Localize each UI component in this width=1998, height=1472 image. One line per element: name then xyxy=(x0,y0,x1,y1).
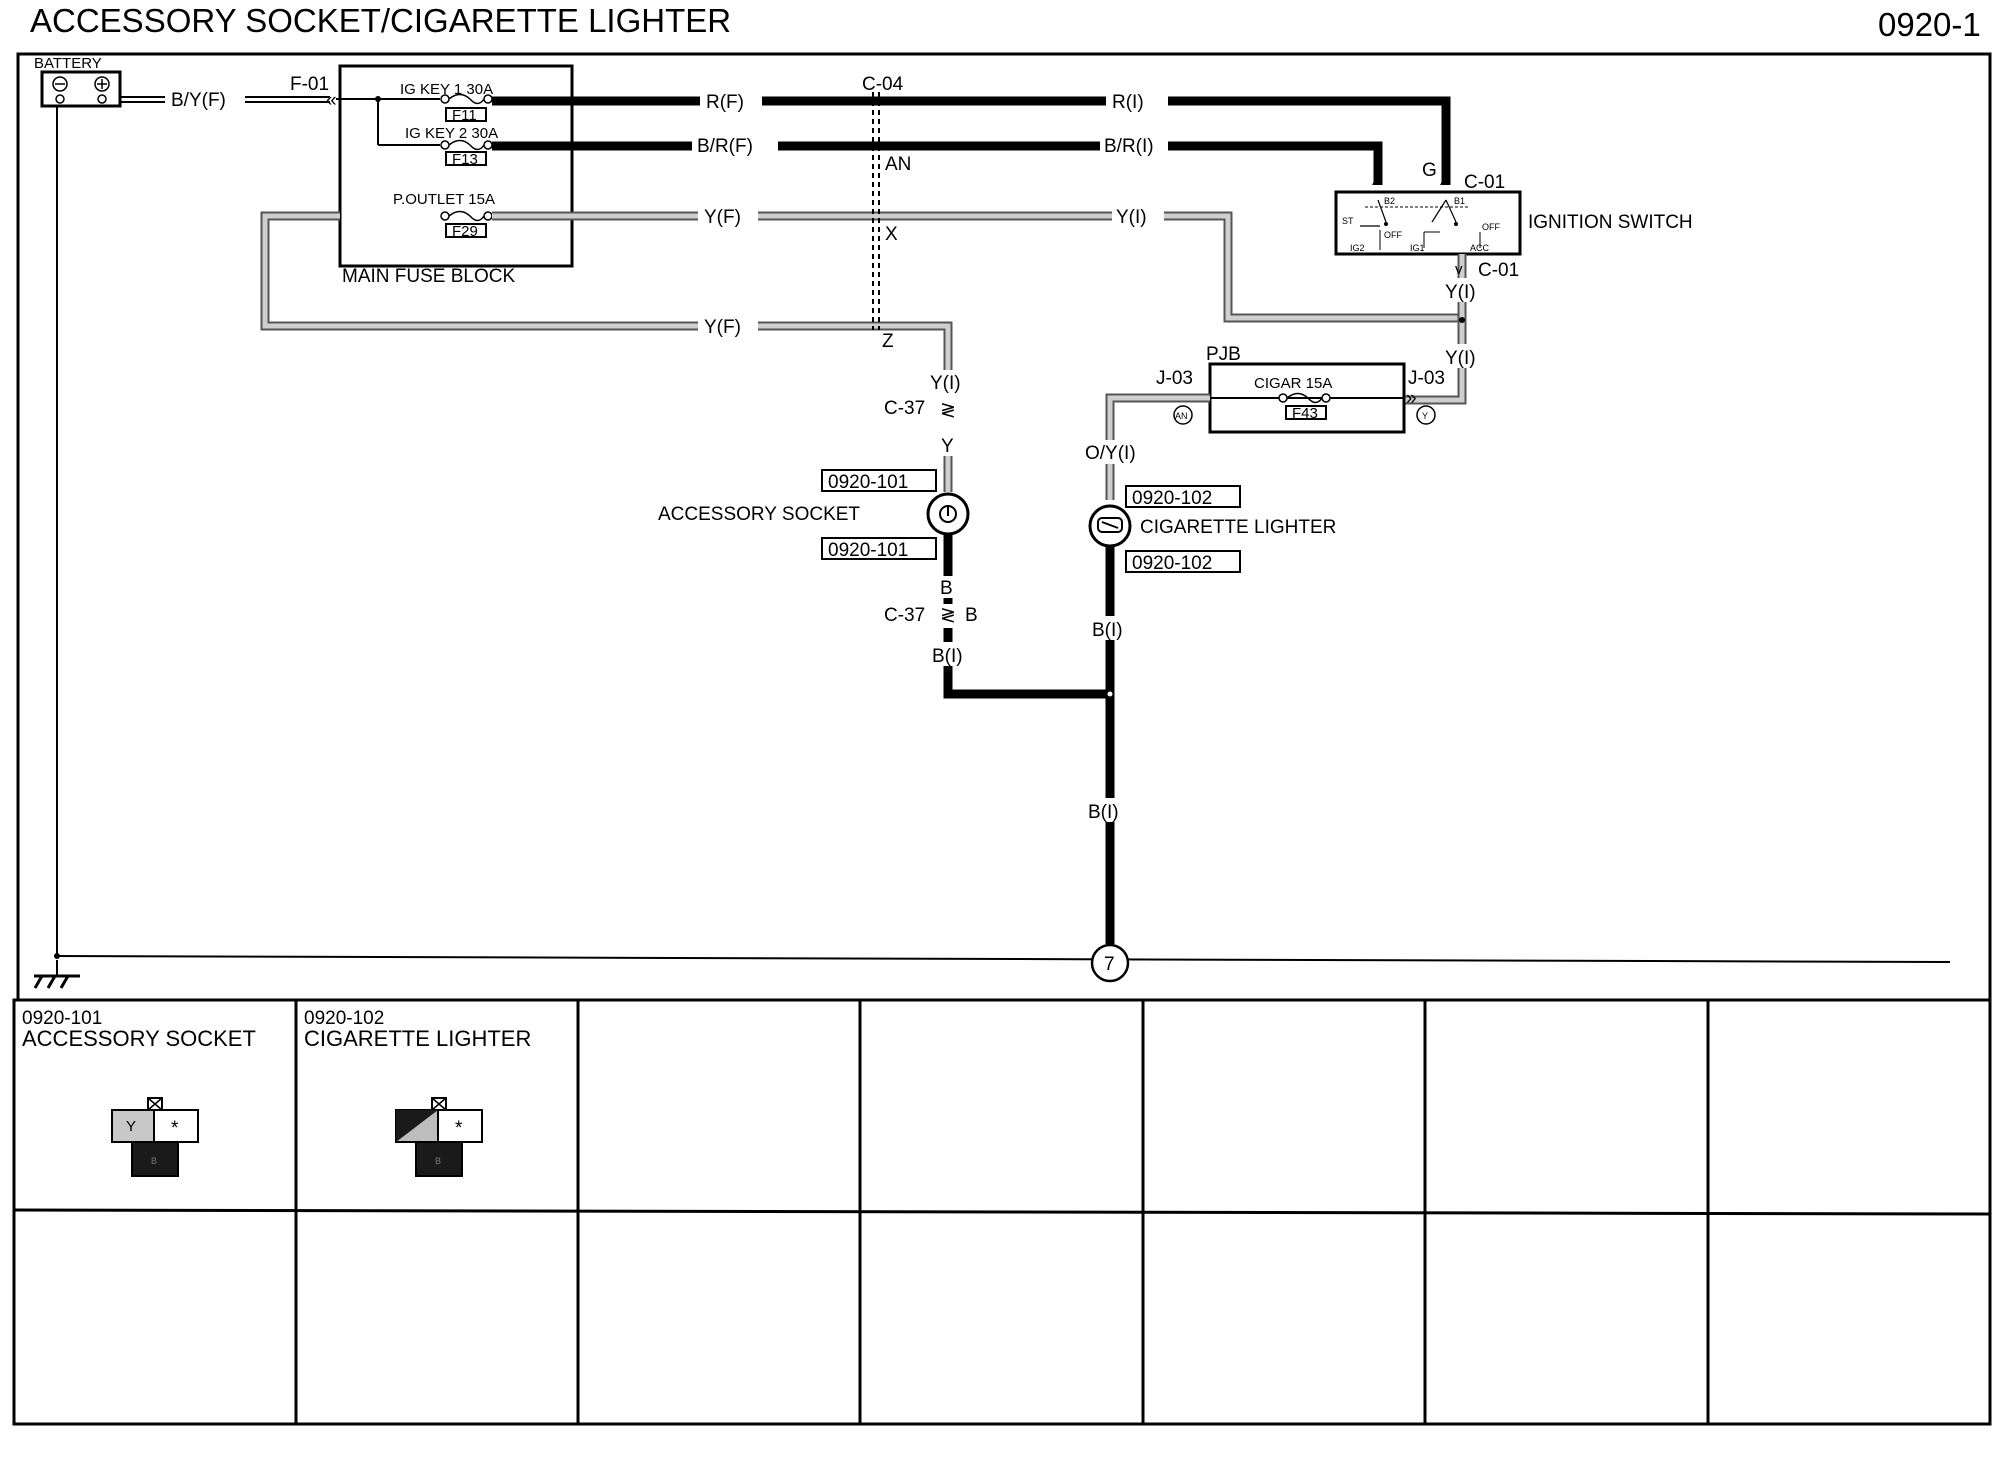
acc-wire-y-label: Y xyxy=(941,436,954,457)
fuse-f13-id: F13 xyxy=(452,151,478,168)
connector-0920-101-pin-y: Y xyxy=(126,1118,136,1135)
wire-y-i-ign-2: Y(I) xyxy=(1445,348,1476,369)
table-cell-1-code: 0920-101 xyxy=(22,1008,102,1029)
wire-r xyxy=(492,96,1451,185)
pjb-term-right-icon xyxy=(1416,405,1436,425)
fuse-ig-key-1-label: IG KEY 1 30A xyxy=(400,81,493,98)
svg-text:≷: ≷ xyxy=(940,605,956,626)
connector-0920-102-icon xyxy=(395,1097,483,1177)
ignition-terminal-ig1: IG1 xyxy=(1410,243,1425,253)
fuse-f11-id: F11 xyxy=(452,107,477,124)
acc-code-bottom: 0920-101 xyxy=(828,540,908,561)
pjb-conn-left: J-03 xyxy=(1156,368,1193,389)
ignition-terminal-st: ST xyxy=(1342,216,1354,226)
ignition-terminal-b2: B2 xyxy=(1384,196,1395,206)
acc-wire-b-label: B xyxy=(940,578,953,599)
connector-f01: F-01 xyxy=(290,74,329,95)
cig-code-top: 0920-102 xyxy=(1132,488,1212,509)
wire-o-y-label: O/Y(I) xyxy=(1085,443,1136,464)
ignition-connector-bottom: C-01 xyxy=(1478,260,1519,281)
page-number: 0920-1 xyxy=(1878,6,1981,43)
ignition-terminal-ig2: IG2 xyxy=(1350,243,1365,253)
connector-0920-101-icon xyxy=(111,1097,199,1177)
diagram-frame xyxy=(16,52,1992,1002)
wire-b-r-i-label: B/R(I) xyxy=(1104,136,1154,157)
table-cell-2-name: CIGARETTE LIGHTER xyxy=(304,1026,531,1051)
cig-wire-ground-2: B(I) xyxy=(1088,802,1119,823)
connector-0920-101-pin-b: B xyxy=(151,1156,157,1166)
ignition-terminal-acc: ACC xyxy=(1470,243,1490,253)
fuse-f13-icon xyxy=(440,139,493,151)
pjb-term-left-icon xyxy=(1173,405,1193,425)
fuse-f29-id: F29 xyxy=(452,223,478,240)
wire-y-i-ign-1: Y(I) xyxy=(1445,282,1476,303)
ignition-pin-g: G xyxy=(1422,160,1437,181)
battery: BATTERY xyxy=(34,55,122,108)
fuse-f43-icon xyxy=(1278,392,1331,404)
battery-label: BATTERY xyxy=(34,55,102,72)
acc-connector-c37-top: C-37 xyxy=(884,398,925,419)
fuse-f43-id: F43 xyxy=(1292,405,1318,422)
table-cell-1-name: ACCESSORY SOCKET xyxy=(22,1026,256,1051)
connector-table xyxy=(12,998,1992,1426)
junction-x-label: X xyxy=(885,224,898,245)
wire-y-i-upper-label: Y(I) xyxy=(1116,207,1147,228)
accessory-socket-icon xyxy=(926,492,970,536)
ignition-terminal-off-1: OFF xyxy=(1384,230,1402,240)
connector-f01-mark: « xyxy=(326,90,337,111)
fuse-ig-key-2-label: IG KEY 2 30A xyxy=(405,125,498,142)
svg-text:^: ^ xyxy=(1440,177,1447,194)
ignition-terminal-b1: B1 xyxy=(1454,196,1465,206)
cig-lighter-label: CIGARETTE LIGHTER xyxy=(1140,517,1336,538)
cig-wire-ground-1: B(I) xyxy=(1092,620,1123,641)
svg-text:^: ^ xyxy=(1372,177,1379,194)
acc-code-top: 0920-101 xyxy=(828,472,908,493)
acc-socket-label: ACCESSORY SOCKET xyxy=(658,504,860,525)
pjb-term-left: AN xyxy=(1175,411,1188,421)
table-cell-2-code: 0920-102 xyxy=(304,1008,384,1029)
cig-code-bottom: 0920-102 xyxy=(1132,553,1212,574)
pjb-term-right: Y xyxy=(1422,411,1428,421)
ignition-switch xyxy=(1334,190,1522,256)
ignition-terminal-off-2: OFF xyxy=(1482,222,1500,232)
wire-r-i-label: R(I) xyxy=(1112,92,1144,113)
svg-text:≷: ≷ xyxy=(940,400,956,421)
ignition-switch-label: IGNITION SWITCH xyxy=(1528,212,1693,233)
pjb-fuse-name: CIGAR 15A xyxy=(1254,375,1332,392)
ground-point-icon xyxy=(1090,943,1130,983)
wire-y-f-upper-label: Y(F) xyxy=(704,207,741,228)
svg-text:»: » xyxy=(1406,388,1417,409)
connector-0920-101-pin-star: * xyxy=(171,1118,179,1139)
battery-wire-label: B/Y(F) xyxy=(171,90,226,111)
ground-symbol-icon xyxy=(33,960,80,989)
page-title: ACCESSORY SOCKET/CIGARETTE LIGHTER xyxy=(30,2,731,39)
wire-b-r-f-label: B/R(F) xyxy=(697,136,753,157)
ground-point-label: 7 xyxy=(1104,954,1115,975)
pjb-conn-right: J-03 xyxy=(1408,368,1445,389)
connector-0920-102-pin-star: * xyxy=(455,1118,463,1139)
battery-body xyxy=(40,70,122,108)
main-fuse-block-label: MAIN FUSE BLOCK xyxy=(342,266,515,287)
junction-z-label: Z xyxy=(882,331,894,352)
wire-y-f-lower-label: Y(F) xyxy=(704,317,741,338)
connector-0920-102-pin-b: B xyxy=(435,1156,441,1166)
pjb-label: PJB xyxy=(1206,344,1241,365)
wire-b-r xyxy=(492,141,1383,185)
fuse-p-outlet-label: P.OUTLET 15A xyxy=(393,191,495,208)
wire-r-f-label: R(F) xyxy=(706,92,744,113)
acc-wire-ground-label: B(I) xyxy=(932,646,963,667)
junction-an-label: AN xyxy=(885,154,911,175)
acc-wire-b2-label: B xyxy=(965,605,978,626)
ignition-connector-top: C-01 xyxy=(1464,172,1505,193)
svg-text:v: v xyxy=(1455,261,1463,278)
ignition-switch-contacts-icon xyxy=(1360,199,1481,250)
ground-bus xyxy=(54,955,1951,963)
junction-c04-label: C-04 xyxy=(862,74,904,95)
cigarette-lighter-icon xyxy=(1088,504,1132,548)
acc-wire-in-label: Y(I) xyxy=(930,373,961,394)
acc-connector-c37-bottom: C-37 xyxy=(884,605,925,626)
